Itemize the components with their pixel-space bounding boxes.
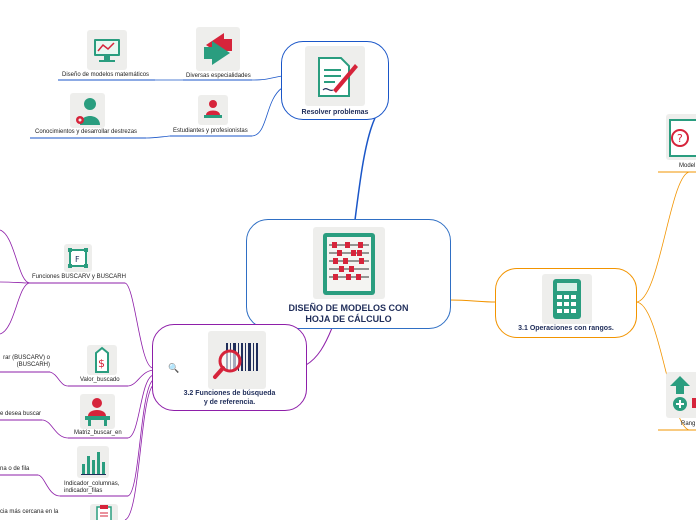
svg-text:?: ?: [677, 132, 683, 145]
branch-resolver-problemas[interactable]: Resolver problemas: [281, 41, 389, 120]
swap-arrows-icon: [196, 27, 240, 71]
operaciones-title: 3.1 Operaciones con rangos.: [518, 325, 614, 332]
leaf-modelo[interactable]: Model: [679, 163, 696, 169]
leaf-diseno-modelos[interactable]: Diseño de modelos matemáticos: [62, 72, 150, 78]
partial-text-cercana: cia más cercana en la: [0, 509, 59, 515]
magnifier-note-icon: 🔍: [168, 363, 180, 373]
funciones-title: 3.2 Funciones de búsqueda y de referenci…: [183, 390, 276, 406]
magnifier-barcode-icon: [208, 331, 266, 389]
partial-text-buscar: rar (BUSCARV) o (BUSCARH): [0, 355, 50, 369]
branch-operaciones-rangos[interactable]: 3.1 Operaciones con rangos.: [495, 268, 637, 338]
worker-desk-icon: [80, 394, 115, 429]
branch-funciones-busqueda[interactable]: 🔍 3.2 Funciones de búsqueda y de referen…: [152, 324, 307, 411]
leaf-buscarv-buscarh[interactable]: Funciones BUSCARV y BUSCARH: [32, 274, 126, 280]
central-title: DISEÑO DE MODELOS CON HOJA DE CÁLCULO: [288, 303, 409, 325]
partial-buscar-line2: (BUSCARH): [16, 362, 50, 369]
arrows-plus-icon: [666, 372, 696, 418]
question-document-icon: ?: [666, 114, 696, 160]
leaf-matriz-buscar-en[interactable]: Matriz_buscar_en: [74, 430, 122, 436]
leaf-valor-buscado[interactable]: Valor_buscado: [80, 377, 120, 383]
person-gear-icon: [70, 93, 105, 128]
partial-text-desea: e desea buscar: [0, 411, 42, 417]
abacus-icon: [313, 227, 385, 299]
leaf-diversas-especialidades[interactable]: Diversas especialidades: [186, 73, 251, 79]
drawing-monitor-icon: [87, 30, 127, 70]
leaf-indicador[interactable]: Indicador_columnas, indicador_filas: [64, 481, 120, 495]
central-topic[interactable]: DISEÑO DE MODELOS CON HOJA DE CÁLCULO: [246, 219, 451, 329]
bar-chart-icon: [77, 446, 109, 478]
partial-buscar-line1: rar (BUSCARV) o: [3, 355, 50, 361]
calculator-icon: [542, 274, 592, 324]
partial-text-columna: na o de fila: [0, 466, 30, 472]
clipboard-icon: [90, 504, 118, 522]
dollar-tag-icon: $: [87, 345, 117, 375]
svg-text:F: F: [75, 255, 80, 264]
svg-text:$: $: [98, 357, 105, 370]
leaf-conocimientos[interactable]: Conocimientos y desarrollar destrezas: [35, 129, 138, 135]
student-laptop-icon: [198, 95, 228, 125]
signature-document-icon: [305, 46, 365, 106]
function-frame-icon: F: [64, 244, 92, 272]
leaf-estudiantes[interactable]: Estudiantes y profesionistas: [173, 128, 248, 134]
leaf-rango[interactable]: Rang: [681, 421, 696, 427]
resolver-title: Resolver problemas: [301, 109, 369, 116]
